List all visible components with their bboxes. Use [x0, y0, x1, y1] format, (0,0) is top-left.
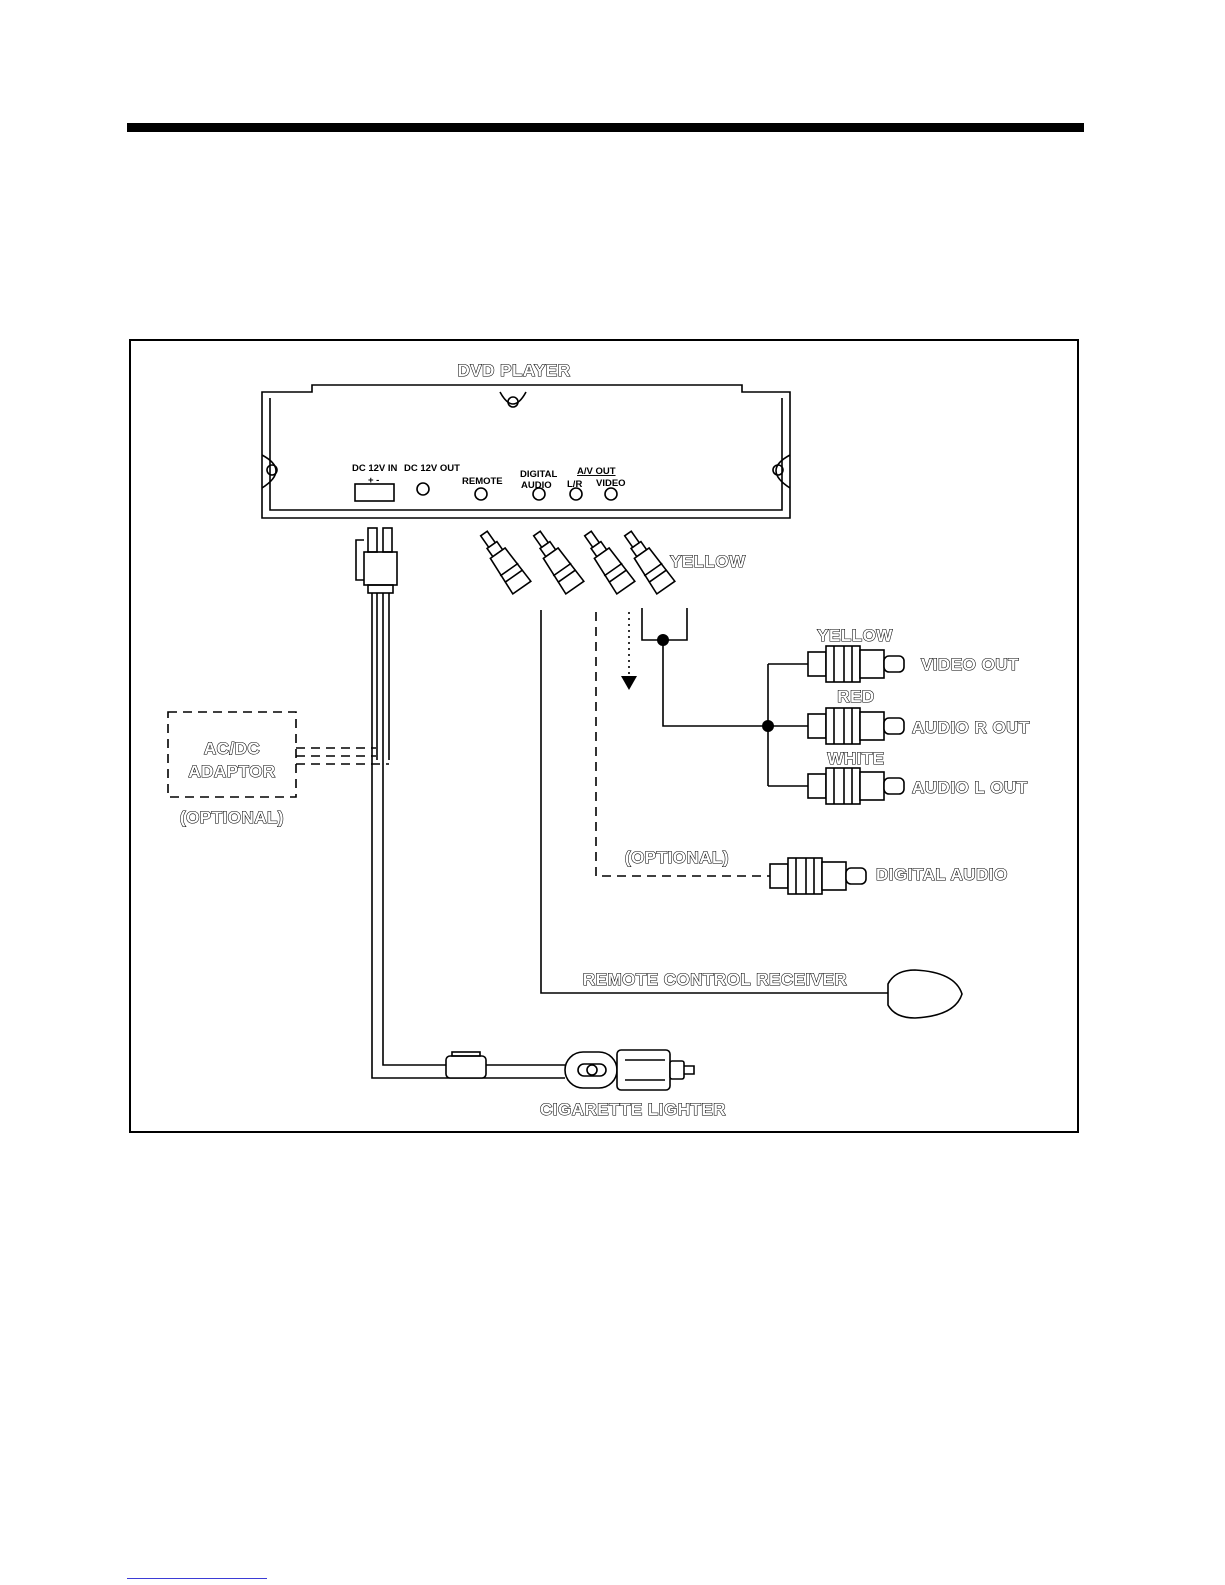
remote-receiver-label: REMOTE CONTROL RECEIVER	[583, 970, 847, 989]
dvd-player-unit	[262, 385, 790, 518]
plug-digital	[528, 527, 584, 594]
rca-video-out	[808, 646, 904, 682]
rca-red-label: RED	[837, 687, 874, 706]
cigarette-lighter-label: CIGARETTE LIGHTER	[540, 1100, 726, 1119]
digital-optional-label: (OPTIONAL)	[625, 848, 729, 867]
port-av-out-label: A/V OUT	[577, 466, 616, 477]
rca-audio-l-out	[808, 768, 904, 804]
dc-in-socket	[355, 484, 394, 501]
audio-r-out-label: AUDIO R OUT	[912, 718, 1030, 737]
video-out-label: VIDEO OUT	[921, 655, 1019, 674]
ferrite-core	[446, 1052, 486, 1078]
port-digital-label: DIGITAL	[520, 469, 557, 480]
remote-jack	[475, 488, 487, 500]
plug-remote	[475, 527, 531, 594]
dvd-player-label: DVD PLAYER	[457, 361, 570, 380]
audio-l-out-label: AUDIO L OUT	[912, 778, 1028, 797]
port-remote-label: REMOTE	[462, 476, 503, 487]
adaptor-optional-label: (OPTIONAL)	[180, 808, 284, 827]
remote-receiver-eye	[888, 970, 962, 1018]
power-connector	[356, 528, 397, 593]
adaptor-label-line1: AC/DC	[204, 739, 260, 758]
plug-yellow-label: YELLOW	[670, 552, 746, 571]
dc-out-arrow-head	[621, 676, 637, 690]
dc-out-jack	[417, 483, 429, 495]
rca-digital-audio	[770, 858, 866, 894]
port-dc-out-label: DC 12V OUT	[404, 463, 460, 474]
digital-audio-out-label: DIGITAL AUDIO	[876, 865, 1008, 884]
rca-audio-r-out	[808, 708, 904, 744]
port-dc-in-label: DC 12V IN	[352, 463, 398, 474]
rca-yellow-label: YELLOW	[817, 626, 893, 645]
rca-white-label: WHITE	[827, 749, 884, 768]
footer-link-underline	[127, 1578, 267, 1579]
adaptor-label-line2: ADAPTOR	[188, 762, 275, 781]
video-jack	[605, 488, 617, 500]
cigarette-lighter-plug	[565, 1050, 694, 1090]
